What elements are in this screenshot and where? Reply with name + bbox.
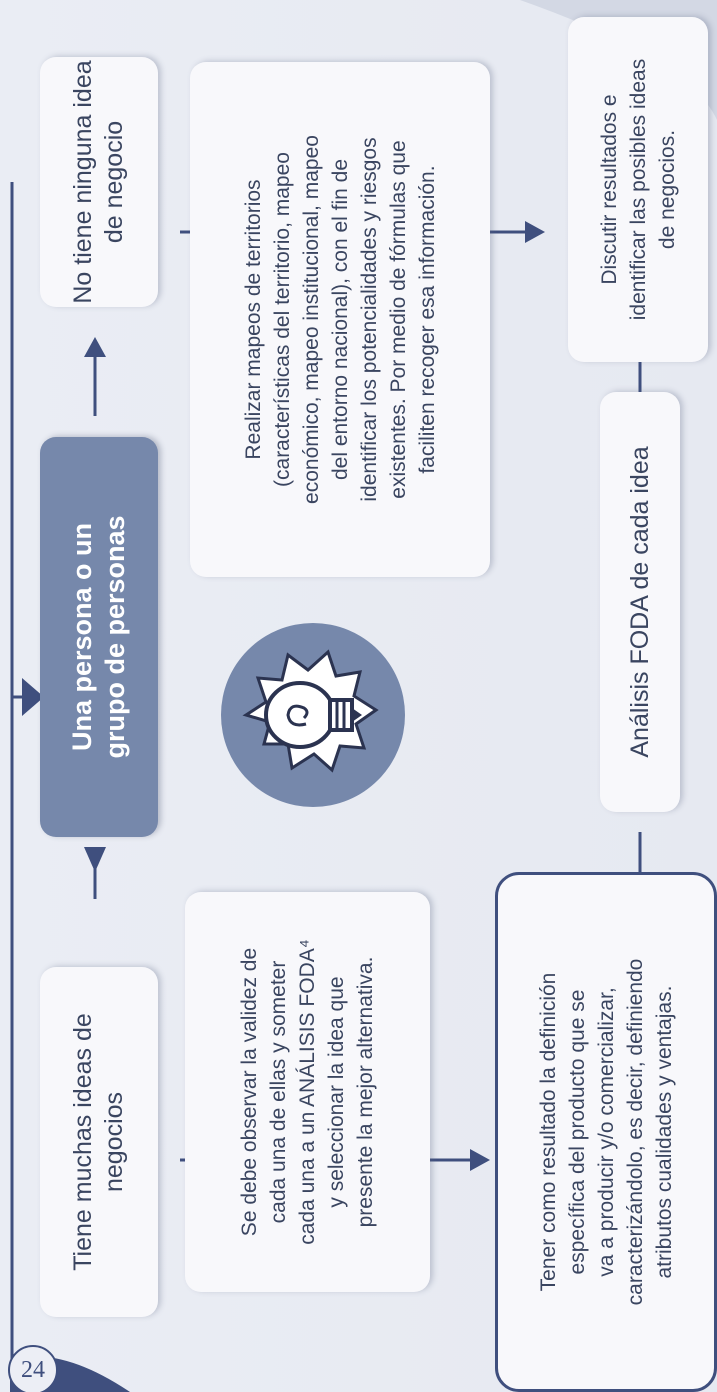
arrow-to-right-title xyxy=(84,337,106,357)
root-node: Una persona o un grupo de personas xyxy=(40,437,158,837)
result-node: Tener como resultado la definición espec… xyxy=(495,872,717,1392)
right-step3-node-text: Análisis FODA de cada idea xyxy=(625,446,654,758)
arrow-to-result xyxy=(470,1149,490,1171)
lightbulb-icon xyxy=(218,620,408,810)
right-title-node-text: No tiene ninguna idea de negocio xyxy=(69,60,128,304)
left-step1-node: Se debe observar la validez de cada una … xyxy=(185,892,430,1292)
arrow-to-right-step2 xyxy=(525,221,545,243)
arrow-to-left-title xyxy=(84,847,106,872)
left-title-node-text: Tiene muchas ideas de negocios xyxy=(69,1013,128,1271)
right-step3-node: Análisis FODA de cada idea xyxy=(600,392,680,812)
left-step1-node-text: Se debe observar la validez de cada una … xyxy=(238,939,377,1245)
result-node-text: Tener como resultado la definición espec… xyxy=(536,958,676,1306)
right-title-node: No tiene ninguna idea de negocio xyxy=(40,57,158,307)
right-step2-node-text: Discutir resultados e identificar las po… xyxy=(597,58,679,321)
right-step1-node: Realizar mapeos de territorios (caracter… xyxy=(190,62,490,577)
root-node-text: Una persona o un grupo de personas xyxy=(67,515,130,759)
page-number: 24 xyxy=(8,1345,58,1392)
left-title-node: Tiene muchas ideas de negocios xyxy=(40,967,158,1317)
arrow-into-root xyxy=(22,678,44,716)
right-step2-node: Discutir resultados e identificar las po… xyxy=(568,17,708,362)
right-step1-node-text: Realizar mapeos de territorios (caracter… xyxy=(241,135,439,504)
